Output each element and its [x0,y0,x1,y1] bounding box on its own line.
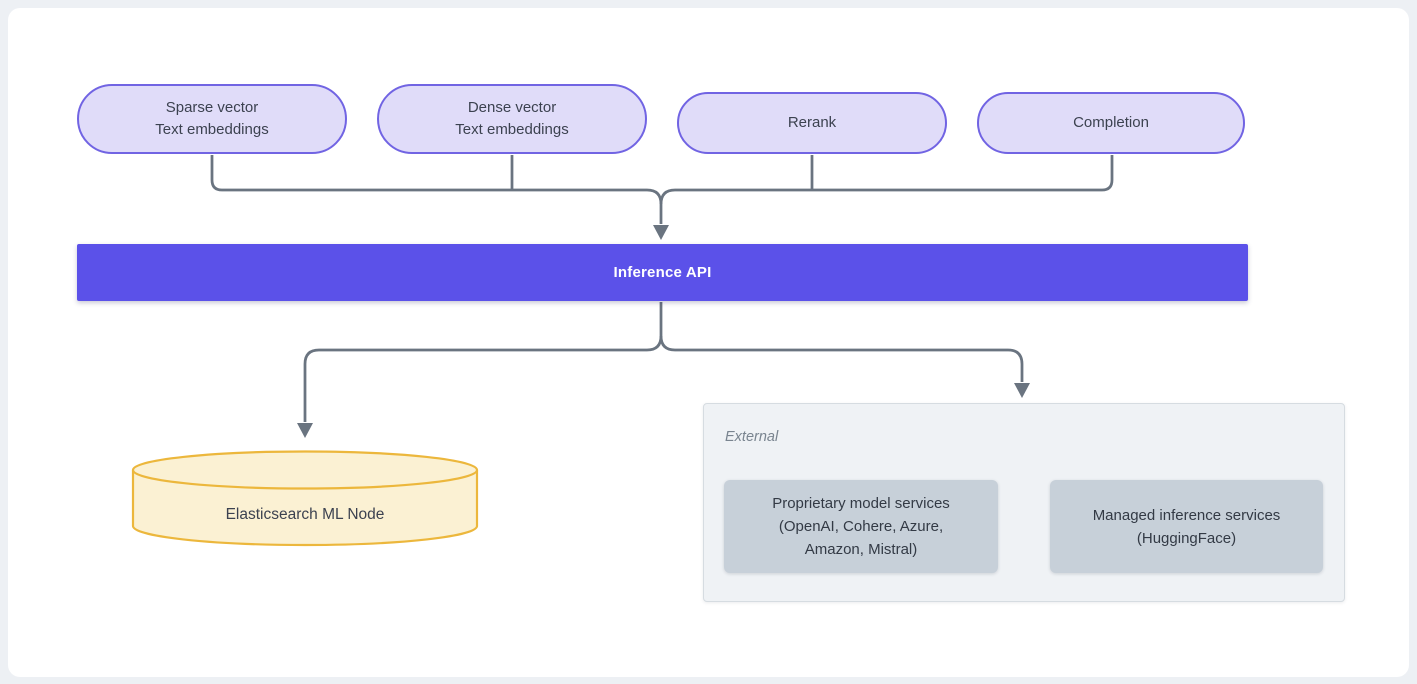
pill-label-line1: Sparse vector [165,99,259,116]
pill-label-line1: Completion [1073,114,1149,131]
pill-node-rerank: Rerank [677,92,947,154]
service-label-line3: Amazon, Mistral) [804,541,918,558]
pill-node-dense-vector-embeddings: Dense vector Text embeddings [377,84,647,154]
inference-api-label: Inference API [613,264,712,281]
external-group-panel: External Proprietary model services (Ope… [703,403,1345,602]
service-label-line2: (OpenAI, Cohere, Azure, [778,518,944,535]
pill-node-sparse-vector-embeddings: Sparse vector Text embeddings [77,84,347,154]
database-cylinder-icon [131,450,479,547]
service-label-line1: Proprietary model services [772,495,950,512]
pill-label-line1: Dense vector [467,99,557,116]
pill-node-completion: Completion [977,92,1245,154]
service-label-line1: Managed inference services [1092,506,1281,524]
pill-label-line2: Text embeddings [155,121,269,138]
pill-label-line1: Rerank [787,114,837,131]
inference-api-bar: Inference API [77,244,1248,301]
elasticsearch-ml-node-label: Elasticsearch ML Node [225,506,385,523]
service-label-line2: (HuggingFace) [1136,529,1237,547]
service-box-proprietary-models: Proprietary model services (OpenAI, Cohe… [724,480,998,573]
external-group-title: External [725,429,779,445]
elasticsearch-ml-node: Elasticsearch ML Node [131,450,479,548]
pill-label-line2: Text embeddings [455,121,569,138]
service-box-managed-inference: Managed inference services (HuggingFace) [1050,480,1323,573]
